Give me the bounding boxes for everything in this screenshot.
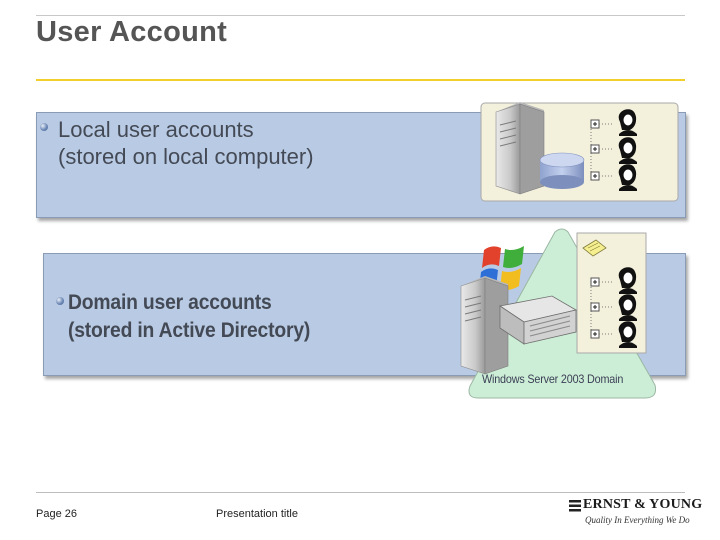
user-icon	[618, 294, 637, 321]
title-underline	[36, 79, 685, 81]
logo-name: ERNST & YOUNG	[583, 497, 703, 512]
domain-accounts-text: Domain user accounts (stored in Active D…	[68, 289, 310, 345]
slide-title: User Account	[36, 16, 228, 48]
presentation-title: Presentation title	[216, 508, 298, 520]
user-icon	[618, 321, 637, 348]
expand-plus-icon	[590, 302, 600, 312]
user-icon	[618, 267, 637, 294]
logo-tagline: Quality In Everything We Do	[585, 515, 690, 525]
server-icon	[460, 276, 509, 375]
user-icon	[618, 137, 637, 164]
domain-accounts-line1: Domain user accounts	[68, 291, 272, 314]
top-rule	[36, 15, 685, 16]
bullet-icon	[40, 123, 48, 131]
expand-plus-icon	[590, 329, 600, 339]
expand-plus-icon	[590, 144, 600, 154]
directory-book-icon	[582, 239, 607, 257]
page-number: Page 26	[36, 508, 77, 520]
local-computer-diagram	[480, 102, 679, 202]
database-icon	[539, 152, 585, 189]
expand-plus-icon	[590, 119, 600, 129]
local-accounts-line2: (stored on local computer)	[58, 144, 314, 169]
expand-plus-icon	[590, 277, 600, 287]
server-icon	[495, 102, 545, 195]
domain-diagram	[460, 228, 656, 399]
domain-accounts-line2: (stored in Active Directory)	[68, 319, 311, 342]
footer-rule	[36, 492, 685, 493]
folder-icon	[498, 295, 578, 345]
ernst-young-logo: ERNST & YOUNG Quality In Everything We D…	[567, 497, 702, 531]
user-icon	[618, 109, 637, 136]
local-accounts-text: Local user accounts (stored on local com…	[58, 116, 314, 170]
local-accounts-line1: Local user accounts	[58, 117, 254, 142]
bullet-icon	[56, 297, 64, 305]
user-icon	[618, 164, 637, 191]
ernst-young-logo-mark	[569, 500, 581, 512]
expand-plus-icon	[590, 171, 600, 181]
domain-diagram-label: Windows Server 2003 Domain	[482, 372, 624, 386]
